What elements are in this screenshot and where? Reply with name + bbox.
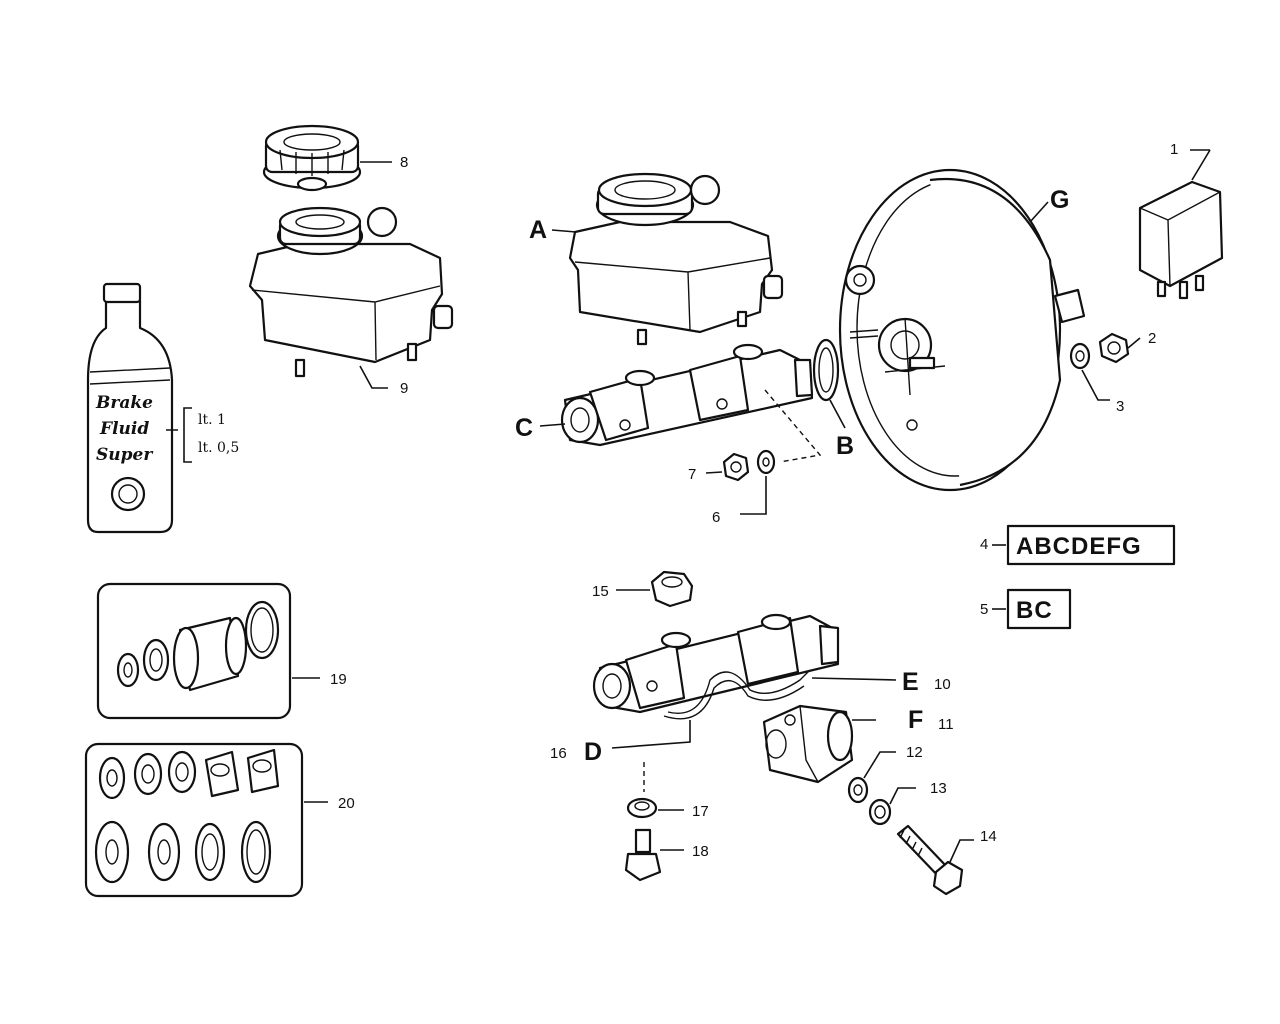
bottle-qty-1: lt. 1 <box>198 412 226 428</box>
seal-ring-icon <box>812 338 840 402</box>
washer-icon <box>626 797 658 819</box>
callout-20: 20 <box>338 795 355 812</box>
seal-kit-icon <box>94 748 280 884</box>
relay-icon <box>1138 180 1224 300</box>
reservoir-icon <box>248 206 454 378</box>
callout-16: 16 <box>550 745 567 762</box>
reservoir-icon <box>568 172 784 346</box>
callout-18: 18 <box>692 843 709 860</box>
washer-icon <box>868 798 892 826</box>
bottle-qty-05: lt. 0,5 <box>198 440 239 456</box>
bleed-screw-icon <box>624 828 662 882</box>
bottle-label-super: Super <box>96 445 153 465</box>
master-cylinder-icon <box>592 613 840 720</box>
callout-10: 10 <box>934 676 951 693</box>
kit-box-BC <box>1006 588 1072 630</box>
seal-kit-icon <box>116 600 280 692</box>
letter-F: F <box>908 706 923 734</box>
letter-G: G <box>1050 186 1069 214</box>
washer-icon <box>756 449 776 475</box>
bottle-label-fluid: Fluid <box>99 419 149 439</box>
pressure-valve-icon <box>762 704 854 784</box>
reservoir-cap-icon <box>262 124 362 192</box>
bottle-label-brake: Brake <box>95 393 153 413</box>
brake-booster-icon <box>838 168 1086 492</box>
nut-icon <box>722 452 750 482</box>
letter-A: A <box>529 216 547 244</box>
callout-12: 12 <box>906 744 923 761</box>
callout-11: 11 <box>938 716 954 733</box>
letter-E: E <box>902 668 919 696</box>
callout-8: 8 <box>400 154 408 171</box>
kit-box-ABCDEFG <box>1006 524 1176 566</box>
callout-15: 15 <box>592 583 609 600</box>
callout-5: 5 <box>980 601 988 618</box>
plug-icon <box>650 570 694 608</box>
nut-icon <box>1098 332 1130 364</box>
master-cylinder-icon <box>560 343 814 447</box>
callout-2: 2 <box>1148 330 1156 347</box>
letter-B: B <box>836 432 854 460</box>
bolt-icon <box>896 824 964 896</box>
callout-13: 13 <box>930 780 947 797</box>
kit-label-BC: BC <box>1016 597 1053 624</box>
callout-1: 1 <box>1170 141 1178 158</box>
washer-icon <box>847 776 869 804</box>
brake-fluid-bottle-icon <box>86 282 174 534</box>
callout-19: 19 <box>330 671 347 688</box>
washer-icon <box>1069 342 1091 370</box>
callout-14: 14 <box>980 828 997 845</box>
callout-7: 7 <box>688 466 696 483</box>
callout-9: 9 <box>400 380 408 397</box>
kit-label-ABCDEFG: ABCDEFG <box>1016 533 1142 560</box>
callout-3: 3 <box>1116 398 1124 415</box>
callout-17: 17 <box>692 803 709 820</box>
callout-4: 4 <box>980 536 988 553</box>
callout-6: 6 <box>712 509 720 526</box>
letter-D: D <box>584 738 602 766</box>
letter-C: C <box>515 414 533 442</box>
